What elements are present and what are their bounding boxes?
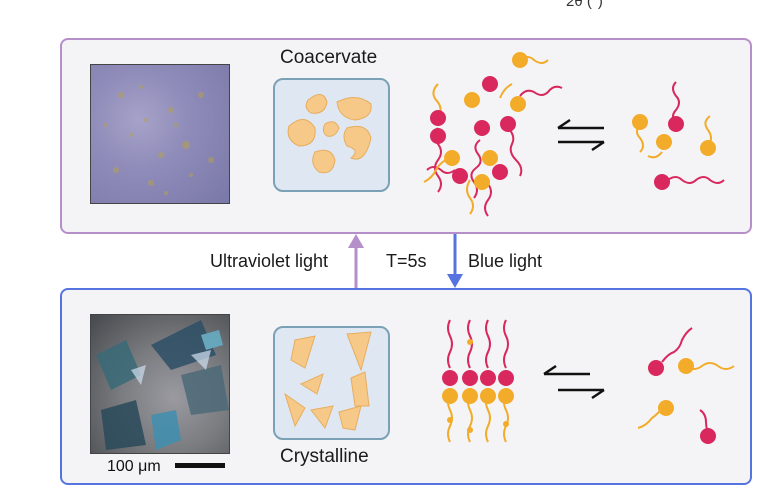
equilibrium-arrows-top	[557, 118, 605, 152]
crystalline-texture	[96, 320, 229, 450]
blue-light-label: Blue light	[468, 251, 543, 271]
uv-light-label: Ultraviolet light	[210, 251, 329, 271]
blue-arrow	[447, 234, 463, 288]
coacervate-texture	[104, 85, 214, 195]
scale-bar-label: 100 μm	[107, 458, 161, 475]
free-orange-beads-top	[632, 114, 716, 156]
free-orange-beads-bottom	[658, 358, 694, 416]
coacervate-micrograph	[90, 64, 230, 204]
time-label: T=5s	[386, 251, 427, 271]
free-red-beads-top	[654, 116, 684, 190]
crystalline-micrograph	[90, 314, 230, 454]
crystalline-stack	[442, 319, 514, 443]
coacervate-network	[423, 52, 563, 217]
crystalline-label: Crystalline	[280, 446, 369, 467]
scale-bar	[175, 463, 225, 468]
free-monomers-top	[636, 81, 725, 184]
crystalline-schematic	[273, 326, 390, 440]
free-monomers-bottom	[637, 327, 735, 437]
uv-arrow	[348, 234, 364, 288]
free-red-beads-bottom	[648, 360, 716, 444]
coacervate-label: Coacervate	[280, 47, 378, 68]
axis-label-fragment: 2θ (°)	[566, 0, 603, 10]
droplets-illustration	[287, 94, 372, 174]
coacervate-schematic	[273, 78, 390, 192]
crystals-illustration	[284, 331, 372, 431]
equilibrium-arrows-bottom	[543, 364, 605, 400]
